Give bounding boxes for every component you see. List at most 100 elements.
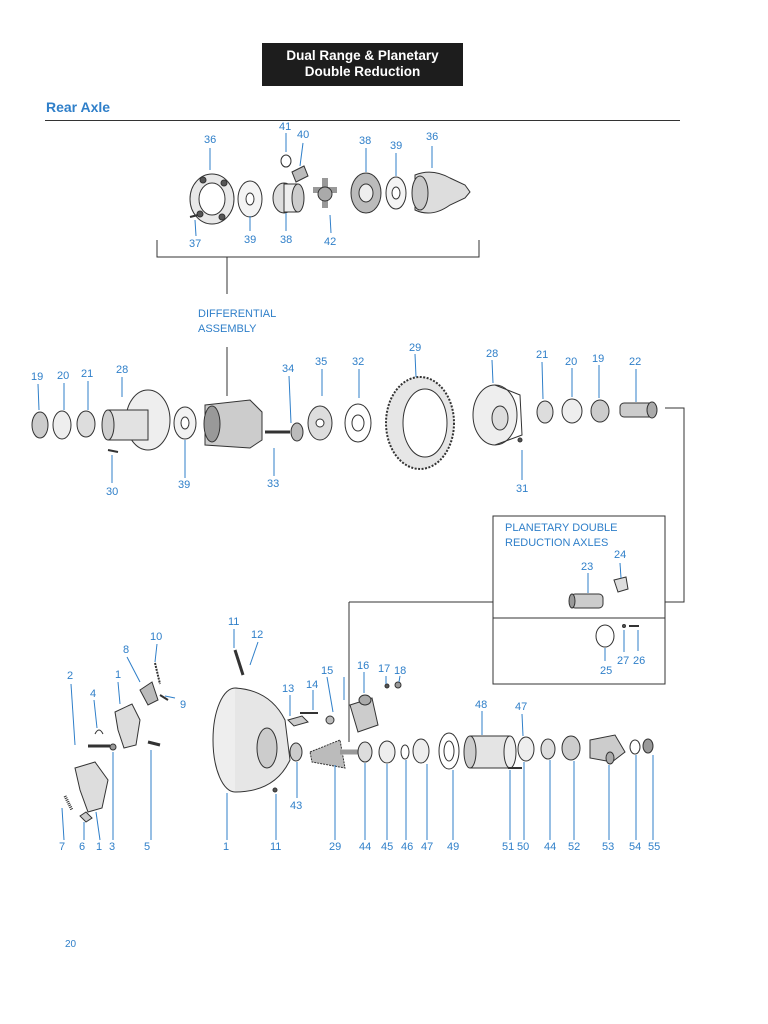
callout: 41 (279, 121, 291, 133)
spring-7 (63, 795, 74, 811)
callout: 30 (106, 486, 118, 498)
page-title: Dual Range & Planetary Double Reduction (262, 43, 463, 86)
screw-31 (517, 437, 523, 443)
housing-1 (212, 687, 291, 793)
callout: 42 (324, 236, 336, 248)
shift-unit-16 (349, 694, 379, 733)
diff-assembly (203, 399, 263, 449)
nut-18 (394, 681, 402, 689)
callout: 25 (600, 665, 612, 677)
pinion-gear-29 (309, 739, 365, 769)
callout: 53 (602, 841, 614, 853)
callout: 39 (244, 234, 256, 246)
plug-11 (272, 787, 278, 793)
callout: 28 (486, 348, 498, 360)
planetary-shaft-23 (568, 593, 604, 609)
collar-15 (325, 715, 335, 725)
callout: 21 (536, 349, 548, 361)
callout: 10 (150, 631, 162, 643)
bearing-44-right (540, 738, 556, 760)
callout: 13 (282, 683, 294, 695)
bolt-30 (107, 449, 119, 453)
bearing-45 (378, 740, 396, 764)
bearing-cup-20-right (561, 398, 583, 424)
callout: 39 (390, 140, 402, 152)
callout: 5 (144, 841, 150, 853)
callout: 6 (79, 841, 85, 853)
callout: 45 (381, 841, 393, 853)
callout: 24 (614, 549, 626, 561)
callout: 44 (359, 841, 371, 853)
connector-line (665, 407, 685, 603)
callout: 44 (544, 841, 556, 853)
seal-43 (289, 742, 303, 762)
callout: 22 (629, 356, 641, 368)
callout: 39 (178, 479, 190, 491)
page-number: 20 (65, 939, 77, 950)
plate-35 (307, 405, 333, 441)
callout: 37 (189, 238, 201, 250)
callout: 17 (378, 663, 390, 675)
seal-19 (31, 411, 49, 439)
callout: 23 (581, 561, 593, 573)
callout: 50 (517, 841, 529, 853)
callout: 20 (565, 356, 577, 368)
seal-19-right (590, 399, 610, 423)
callout: 12 (251, 629, 263, 641)
cam-8 (139, 681, 159, 706)
callout: 18 (394, 665, 406, 677)
callout: 20 (57, 370, 69, 382)
shaft-22 (619, 401, 658, 419)
diff-assembly-label-1: DIFFERENTIAL (198, 308, 276, 320)
callout: 15 (321, 665, 333, 677)
callout: 19 (592, 353, 604, 365)
screw-9 (159, 694, 169, 701)
side-gear-38-right (350, 172, 382, 214)
washer-54 (629, 739, 641, 755)
callout: 36 (426, 131, 438, 143)
callout: 9 (180, 699, 186, 711)
callout: 29 (329, 841, 341, 853)
callout: 35 (315, 356, 327, 368)
callout: 40 (297, 129, 309, 141)
section-heading: Rear Axle (46, 99, 111, 115)
callout: 43 (290, 800, 302, 812)
callout: 11 (270, 841, 281, 853)
callout: 26 (633, 655, 645, 667)
carrier-28-right (472, 384, 523, 446)
carrier-28-left (101, 389, 171, 451)
callout: 31 (516, 483, 528, 495)
ring-gear-29 (385, 376, 455, 470)
pin-6 (79, 811, 93, 823)
fork-13 (287, 715, 309, 727)
spacer-46 (400, 744, 410, 760)
ball-27 (622, 624, 626, 628)
callout: 34 (282, 363, 294, 375)
lever-1-upper (114, 703, 141, 749)
callout: 49 (447, 841, 459, 853)
spring-10 (154, 662, 161, 685)
spider-42 (313, 178, 337, 208)
bracket-line (156, 240, 480, 258)
gear-34 (290, 422, 304, 442)
leader-lines (37, 133, 654, 841)
title-line-1: Dual Range & Planetary (286, 48, 439, 63)
callout: 38 (280, 234, 292, 246)
callout: 48 (475, 699, 487, 711)
clip-4 (94, 729, 104, 735)
washer-41 (280, 154, 292, 168)
bearing-cup-20 (52, 410, 72, 440)
cup-47 (412, 738, 430, 764)
callout: 2 (67, 670, 73, 682)
callout: 36 (204, 134, 216, 146)
pin-5 (147, 740, 161, 747)
diff-assembly-label-2: ASSEMBLY (198, 323, 257, 335)
title-line-2: Double Reduction (304, 64, 421, 79)
planetary-box (348, 515, 666, 742)
callout: 8 (123, 644, 129, 656)
callout: 55 (648, 841, 660, 853)
retainer-48 (463, 735, 517, 769)
stud-11 (233, 649, 245, 676)
snap-ring-25 (595, 624, 615, 648)
